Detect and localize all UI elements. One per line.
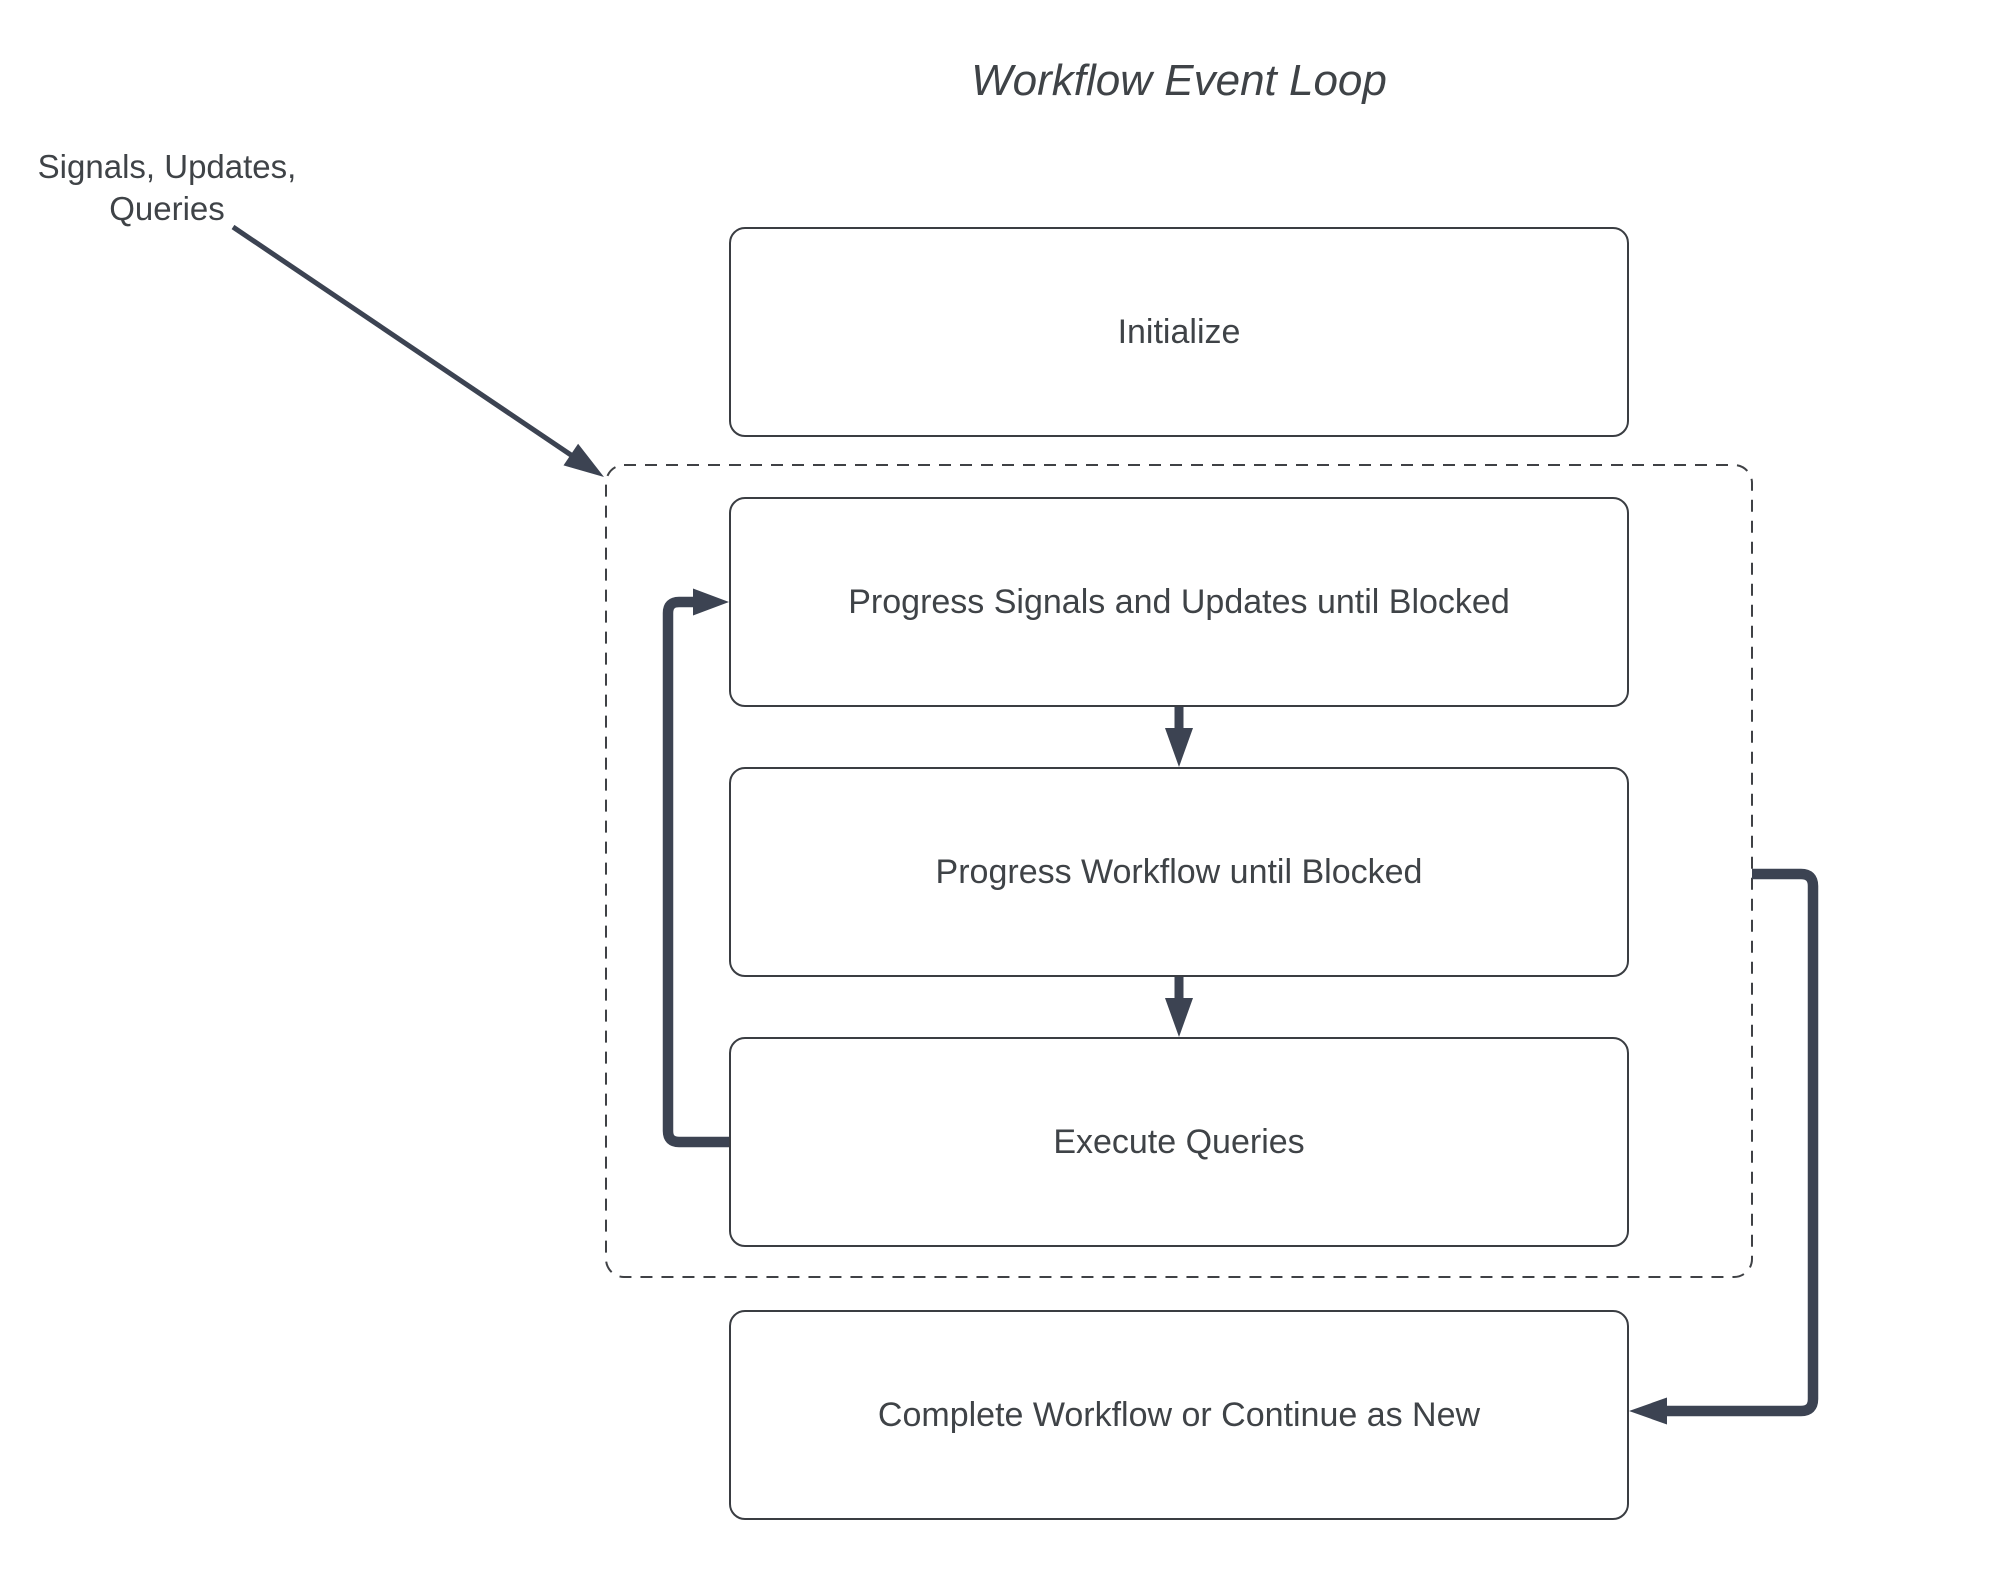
loop-back-arrow-shaft xyxy=(662,596,729,1148)
signals-updates-queries-label: Signals, Updates, Queries xyxy=(17,146,317,230)
complete-arrow-shaft xyxy=(1667,868,1819,1417)
signals-input-arrow-shaft xyxy=(231,224,573,458)
node-progress-signals-and-updates-label: Progress Signals and Updates until Block… xyxy=(848,582,1510,621)
node-complete-workflow: Complete Workflow or Continue as New xyxy=(729,1310,1629,1520)
event-loop-dashed-boundary xyxy=(605,464,1753,1278)
node-progress-workflow: Progress Workflow until Blocked xyxy=(729,767,1629,977)
down-arrow-1 xyxy=(1165,707,1193,767)
node-initialize: Initialize xyxy=(729,227,1629,437)
node-progress-workflow-label: Progress Workflow until Blocked xyxy=(935,852,1423,891)
loop-back-arrow xyxy=(662,588,729,1148)
node-execute-queries: Execute Queries xyxy=(729,1037,1629,1247)
complete-arrowhead-icon xyxy=(1629,1397,1667,1425)
node-progress-signals-and-updates: Progress Signals and Updates until Block… xyxy=(729,497,1629,707)
signals-input-arrow xyxy=(231,224,604,477)
page-title: Workflow Event Loop xyxy=(971,56,1387,105)
node-initialize-label: Initialize xyxy=(1117,312,1241,351)
complete-arrow xyxy=(1629,868,1819,1425)
node-execute-queries-label: Execute Queries xyxy=(1053,1122,1305,1161)
node-complete-workflow-label: Complete Workflow or Continue as New xyxy=(877,1395,1481,1434)
signals-updates-queries-label-line2: Queries xyxy=(109,190,225,227)
loop-back-arrowhead-icon xyxy=(693,588,729,616)
down-arrow-2 xyxy=(1165,977,1193,1037)
down-arrow-2-arrowhead-icon xyxy=(1165,998,1193,1037)
down-arrow-1-arrowhead-icon xyxy=(1165,728,1193,767)
signals-input-arrowhead-icon xyxy=(563,443,604,477)
signals-updates-queries-label-line1: Signals, Updates, xyxy=(37,148,297,185)
